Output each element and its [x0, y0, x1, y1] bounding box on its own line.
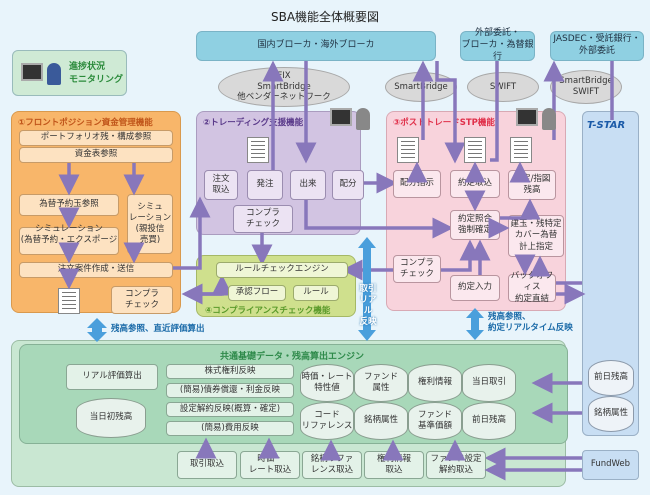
swift-oval: SWIFT [467, 72, 539, 102]
db-security-attr: 銘柄属性 [354, 402, 408, 440]
arrow-contract-rt [466, 308, 484, 340]
tstar-security-attr-db: 銘柄属性 [588, 396, 634, 432]
jasdec-box: JASDEC・受託銀行・外部委託 [550, 31, 644, 61]
person-icon [542, 108, 556, 130]
arrow-realtime [358, 237, 376, 341]
db-prev-balance: 前日残高 [462, 402, 516, 440]
common-title: 共通基礎データ・残高算出エンジン [220, 352, 365, 362]
fundweb-box[interactable]: FundWeb [582, 450, 639, 480]
line-order-send [172, 196, 211, 270]
day-open-balance-db: 当日初残高 [76, 398, 146, 438]
function-box[interactable]: (簡易)費用反映 [166, 421, 294, 436]
person-icon [47, 63, 61, 85]
rule-engine-box[interactable]: ルールチェックエンジン [216, 262, 348, 278]
p2-compliance-box[interactable]: コンプラチェック [233, 205, 293, 233]
monitor-icon [516, 108, 538, 126]
line-sb-to-yakutei [435, 61, 466, 164]
db-fund-attr: ファンド属性 [354, 364, 408, 402]
panel4-title: ④コンプライアンスチェック機能 [205, 306, 331, 316]
allocation-box[interactable]: 配分 [332, 170, 364, 200]
document-icon [464, 137, 486, 163]
monitor-icon [330, 108, 352, 126]
person-icon [356, 108, 370, 130]
real-eval-box[interactable]: リアル評価算出 [66, 364, 158, 390]
cash-ref-box[interactable]: 資金表参照 [19, 147, 173, 163]
db-fund-nav: ファンド基準価額 [408, 402, 462, 440]
monitoring-label-1: 進捗状況 [69, 62, 106, 72]
db-today-trade: 当日取引 [462, 364, 516, 402]
monitor-icon [21, 63, 43, 81]
panel3-title: ③ポストトレードSTP機能 [393, 118, 495, 128]
monitoring-box: 進捗状況 モニタリング [12, 50, 127, 96]
line-swift-to-yakutei [490, 61, 499, 162]
arrow-balance-ref [87, 318, 107, 342]
place-order-box[interactable]: 発注 [247, 170, 283, 200]
balance-ref-label: 残高参照、直近評価算出 [111, 324, 205, 334]
portfolio-ref-box[interactable]: ポートフォリオ残・構成参照 [19, 130, 173, 146]
brokers-box: 国内ブローカ・海外ブローカ [196, 31, 436, 61]
import-market-rate[interactable]: 時価・レート取込 [240, 451, 300, 479]
realtime-label: 取引リアル反映 [359, 284, 377, 328]
document-icon [58, 288, 80, 314]
line-deki-to-match [304, 190, 454, 239]
order-import-box[interactable]: 注文取込 [204, 170, 238, 200]
rule-box[interactable]: ルール [293, 285, 339, 301]
document-icon [247, 137, 269, 163]
tstar-logo: T-STAR [587, 120, 626, 131]
function-box[interactable]: (簡易)債券償還・利金反映 [166, 383, 294, 398]
outsource-box: 外部委託・ブローカ・為替銀行 [460, 28, 535, 62]
function-box[interactable]: 株式権利反映 [166, 364, 294, 379]
db-rights-info: 権利情報 [408, 364, 462, 402]
match-confirm-box[interactable]: 約定照合強制確定 [450, 210, 500, 240]
diagram-title: SBA機能全体概要図 [270, 10, 380, 24]
contract-input-box[interactable]: 約定入力 [450, 275, 500, 301]
panel2-title: ②トレーディング支援機能 [203, 118, 304, 128]
execution-box[interactable]: 出来 [290, 170, 326, 200]
p3-compliance-box[interactable]: コンプラチェック [393, 255, 441, 283]
tstar-prev-balance-db: 前日残高 [588, 360, 634, 396]
db-market-rate: 時価・レート特性値 [300, 364, 354, 402]
monitoring-label-2: モニタリング [69, 75, 124, 86]
panel1-title: ①フロントポジション資金管理機能 [18, 118, 153, 128]
approval-flow-box[interactable]: 承認フロー [228, 285, 286, 301]
function-box[interactable]: 設定解約反映(概算・確定) [166, 402, 294, 417]
contract-rt-label: 残高参照、約定リアルタイム反映 [488, 312, 573, 334]
order-create-box[interactable]: 注文案件作成・送信 [19, 262, 173, 278]
p1-compliance-box[interactable]: コンプラチェック [111, 286, 173, 314]
